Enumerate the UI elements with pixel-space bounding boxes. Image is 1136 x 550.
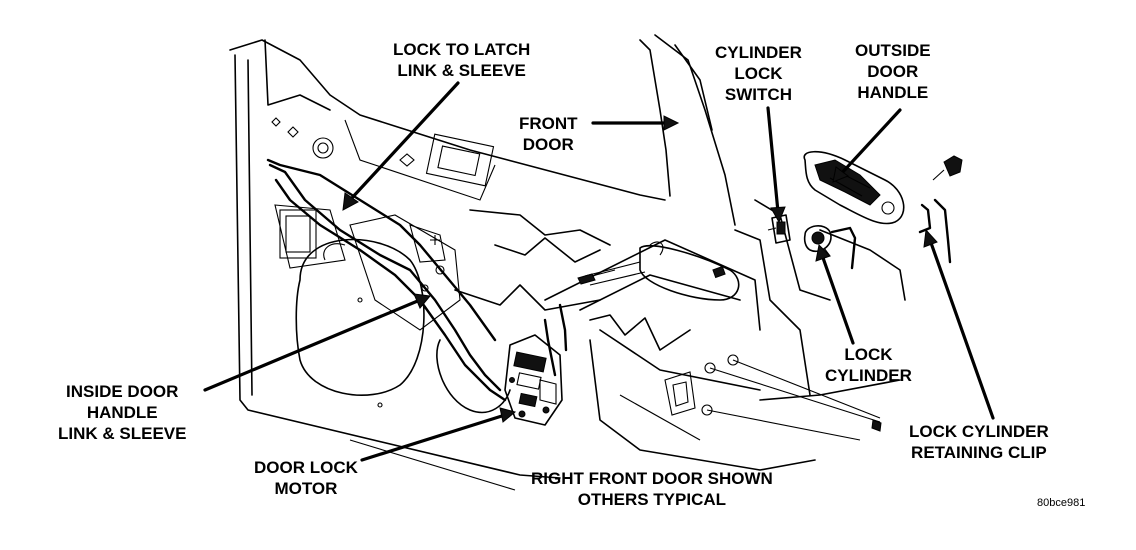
label-lock-cylinder: LOCK CYLINDER — [825, 345, 912, 385]
cutaway-break-lines — [454, 209, 691, 351]
fasteners — [577, 269, 882, 432]
outer-door-skin — [544, 199, 906, 471]
pointer-door-lock-motor — [360, 413, 507, 462]
label-lock-cylinder-retaining-clip: LOCK CYLINDER RETAINING CLIP — [909, 422, 1049, 462]
pointer-lock-to-latch — [348, 81, 460, 202]
pointer-retaining-clip — [928, 238, 995, 420]
label-inside-door-handle-link: INSIDE DOOR HANDLE LINK & SLEEVE — [58, 382, 187, 443]
label-lock-to-latch-link: LOCK TO LATCH LINK & SLEEVE — [393, 40, 531, 80]
door-inner-panel — [271, 117, 511, 414]
retaining-clip-part — [918, 155, 963, 264]
link-rods — [266, 158, 568, 402]
figure-code: 80bce981 — [1037, 497, 1086, 509]
label-outside-door-handle: OUTSIDE DOOR HANDLE — [855, 41, 931, 102]
label-door-lock-motor: DOOR LOCK MOTOR — [254, 458, 358, 498]
callout-pointers — [203, 81, 995, 462]
pointer-lock-cylinder — [820, 253, 855, 345]
outside-handle-part — [803, 150, 905, 225]
pointer-inside-door-handle — [203, 298, 422, 392]
latch-assembly — [504, 334, 563, 426]
figure-caption: RIGHT FRONT DOOR SHOWN OTHERS TYPICAL — [531, 469, 773, 509]
label-front-door: FRONT DOOR — [519, 114, 578, 154]
pointer-cylinder-lock-switch — [766, 106, 780, 214]
lock-cylinder-part — [803, 225, 857, 270]
caption-leader-lines — [349, 394, 701, 491]
label-cylinder-lock-switch: CYLINDER LOCK SWITCH — [715, 43, 802, 104]
door-frame — [229, 34, 736, 479]
handle-pocket — [584, 241, 740, 301]
pointer-outside-door-handle — [838, 108, 902, 177]
